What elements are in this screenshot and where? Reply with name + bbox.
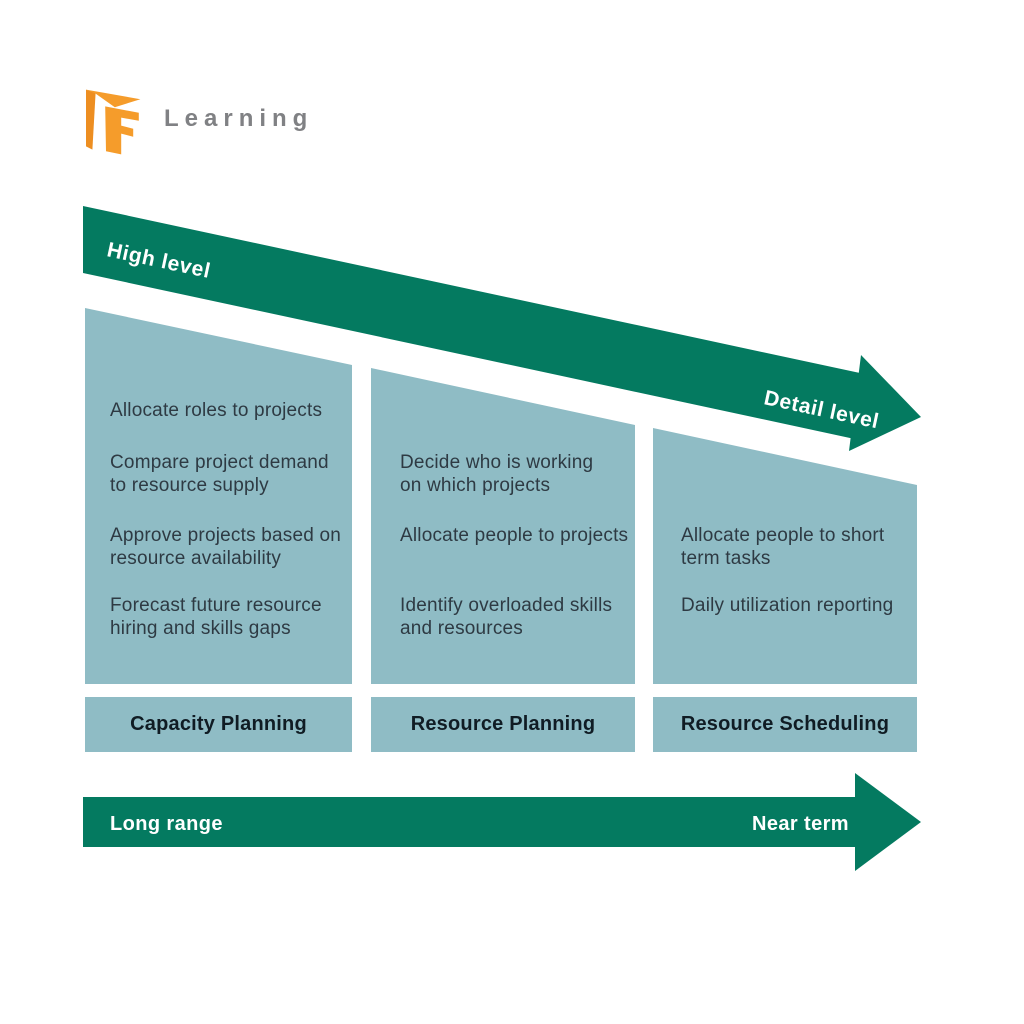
near-term-label: Near term: [752, 813, 849, 835]
time-range-arrow: [83, 773, 921, 871]
detail-level-arrow: [83, 206, 921, 451]
list-item: Allocate roles to projects: [110, 400, 323, 421]
panel-resource-planning: [371, 368, 635, 684]
label-capacity-planning: Capacity Planning: [85, 697, 352, 752]
list-item: Identify overloaded skills and resources: [400, 595, 613, 639]
panel-capacity-planning: [85, 308, 352, 684]
list-item: Allocate people to projects: [400, 525, 629, 546]
label-resource-scheduling-text: Resource Scheduling: [680, 713, 890, 735]
long-range-label: Long range: [110, 813, 223, 835]
list-item: Daily utilization reporting: [681, 595, 894, 616]
label-resource-planning: Resource Planning: [371, 697, 635, 752]
list-item: Approve projects based on resource avail…: [110, 525, 342, 569]
f-book-logo-icon: [86, 89, 141, 155]
list-item: Compare project demand to resource suppl…: [110, 452, 329, 496]
list-item: Forecast future resource hiring and skil…: [110, 595, 322, 639]
label-resource-scheduling: Resource Scheduling: [653, 697, 917, 752]
list-item: Allocate people to short term tasks: [681, 525, 885, 569]
brand-logo: Learning: [78, 82, 398, 172]
list-item: Decide who is working on which projects: [400, 452, 594, 496]
label-resource-planning-text: Resource Planning: [410, 713, 596, 735]
label-capacity-planning-text: Capacity Planning: [130, 713, 307, 735]
brand-name: Learning: [164, 105, 314, 132]
